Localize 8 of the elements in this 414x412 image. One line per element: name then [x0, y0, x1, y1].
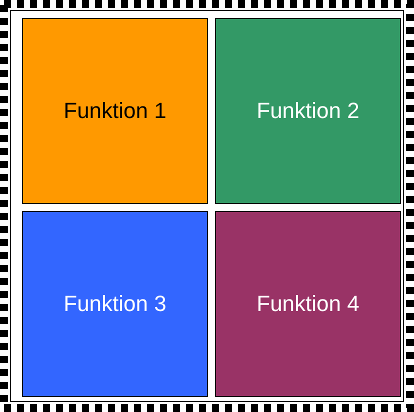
function-label: Funktion 2 — [256, 98, 360, 124]
function-block — [215, 211, 401, 397]
function-label: Funktion 4 — [256, 291, 360, 317]
function-block — [215, 18, 401, 204]
function-block — [22, 18, 208, 204]
function-label: Funktion 3 — [64, 291, 166, 317]
function-block — [22, 211, 208, 397]
function-label: Funktion 1 — [64, 98, 166, 124]
